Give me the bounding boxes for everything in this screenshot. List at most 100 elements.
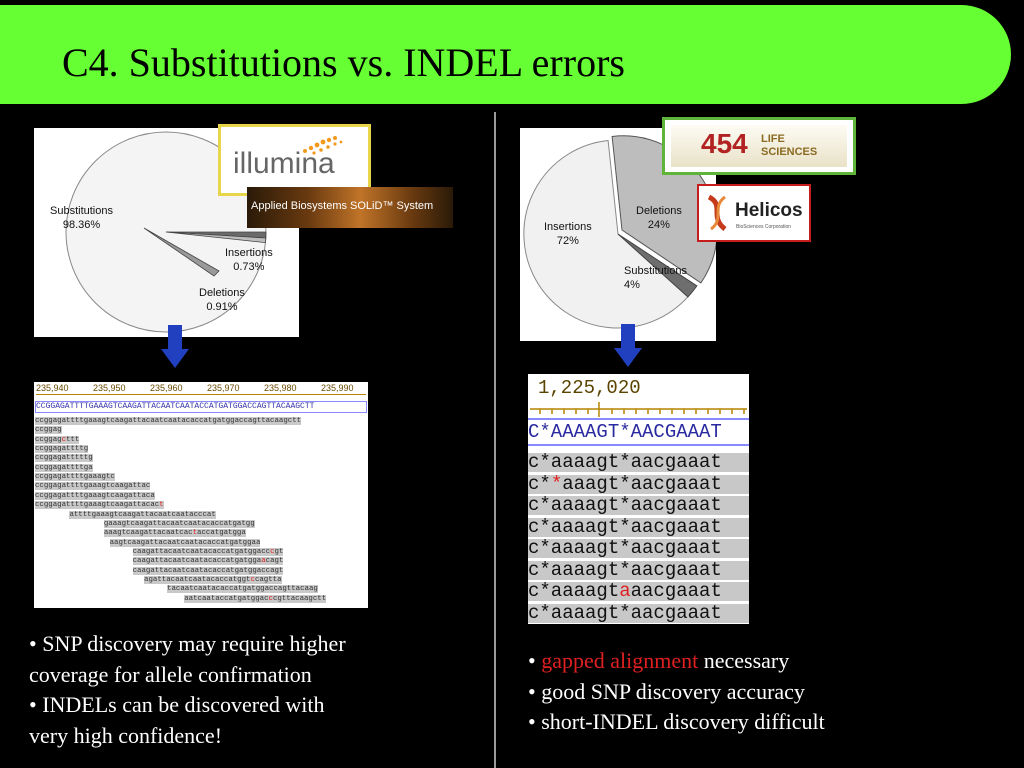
label-name: Insertions: [225, 247, 273, 259]
helicos-subtext: BioSciences Corporation: [736, 224, 792, 230]
454-sciences-text: SCIENCES: [761, 146, 818, 158]
read-row: ccggagattttg: [35, 445, 89, 454]
read-row: agattacaatcaatacaccatggtccagtta: [144, 575, 282, 584]
zoom-ruler: [530, 402, 747, 417]
indel-base: a: [619, 582, 631, 601]
ruler-tick-label: 235,960: [150, 383, 183, 393]
label-value: 0.73%: [233, 261, 265, 273]
bullet-line: • INDELs can be discovered with: [29, 692, 325, 717]
read-row: caagattacaatcaatacaccatgatggaacagt: [132, 557, 284, 566]
zoom-reference-sequence: C*AAAAGT*AACGAAAT: [528, 418, 749, 446]
bullet-line: • SNP discovery may require higher: [29, 631, 346, 656]
ruler-tick-label: 235,970: [207, 383, 240, 393]
mismatch-base: c: [61, 435, 67, 444]
pie-slice-insertions: [165, 231, 267, 244]
read-row: ccggagattttgaaagtcaagattacact: [35, 501, 164, 510]
label-name: Deletions: [636, 205, 682, 217]
pie-explode-wedge: [143, 227, 220, 277]
left-pie-svg: [65, 131, 267, 333]
gapped-alignment-highlight: gapped alignment: [541, 648, 699, 673]
alignment-ruler: 235,940 235,950 235,960 235,970 235,980 …: [34, 383, 368, 394]
reference-sequence: CCGGAGATTTTGAAAGTCAAGATTACAATCAATACCATGA…: [35, 401, 367, 413]
read-row: ccggagattttgaaagtcaagattaca: [35, 491, 155, 500]
label-name: Substitutions: [50, 205, 113, 217]
label-name: Substitutions: [624, 265, 687, 277]
bullet-line: coverage for allele confirmation: [29, 661, 312, 687]
zoom-read-row: c**aaagt*aacgaaat: [528, 474, 749, 494]
read-row: ccggagattttgaaagtcaagattacaatcaatacaccat…: [35, 417, 302, 425]
ruler-tick-label: 235,950: [93, 383, 126, 393]
read-row: ccggagattttgaaagtcaagattac: [35, 482, 151, 491]
read-row: ccggag: [35, 426, 62, 435]
slide-title: C4. Substitutions vs. INDEL errors: [62, 40, 625, 85]
illumina-wordmark: illumina: [233, 147, 335, 180]
label-value: 98.36%: [62, 219, 101, 231]
mismatch-base: c: [268, 594, 273, 603]
genome-position: 1,225,020: [538, 377, 641, 399]
zoom-read-row: c*aaaagt*aacgaaat: [528, 603, 749, 623]
zoom-read-row: c*aaaagt*aacgaaat: [528, 517, 749, 537]
ruler-line: [36, 394, 366, 395]
left-alignment-view: 235,940 235,950 235,960 235,970 235,980 …: [34, 382, 368, 608]
454-life-text: LIFE: [761, 133, 785, 145]
mismatch-base: c: [270, 547, 275, 556]
helicos-helix-icon: [707, 195, 727, 231]
zoom-read-row: c*aaaagt*aacgaaat: [528, 560, 749, 580]
down-arrow-icon: [614, 324, 642, 367]
pie-label-substitutions: Substitutions 98.36%: [50, 204, 113, 232]
read-row: attttgaaagtcaagattacaatcaatacccat: [69, 510, 216, 519]
pie-label-deletions: Deletions 0.91%: [199, 286, 245, 314]
column-divider: [494, 112, 496, 768]
ruler-tick-label: 235,980: [264, 383, 297, 393]
read-row: caagattacaatcaatacaccatgatggaccagt: [132, 566, 284, 575]
read-row: aatcaataccatgatggacccgttacaagctt: [184, 594, 327, 603]
zoom-read-row: c*aaaagt*aacgaaat: [528, 539, 749, 558]
read-row: aaagtcaagattacaatcactaccatgatgga: [103, 529, 246, 538]
mismatch-base: a: [261, 557, 266, 566]
pie-label-deletions: Deletions 24%: [636, 204, 682, 232]
bullet-line: very high confidence!: [29, 722, 223, 748]
pie-slice-insertions: [523, 139, 693, 329]
ruler-tick-label: 235,990: [321, 383, 354, 393]
solid-logo: Applied Biosystems SOLiD™ System: [247, 187, 453, 228]
bullet-line: • good SNP discovery accuracy: [528, 678, 805, 704]
illumina-logo: illumina: [218, 124, 371, 196]
mismatch-base: c: [250, 575, 255, 584]
indel-base: *: [550, 474, 563, 494]
read-row: ccggagattttgaaagtc: [35, 473, 115, 482]
label-name: Insertions: [544, 221, 592, 233]
down-arrow-icon: [161, 325, 189, 368]
read-row: tacaatcaatacaccatgatggaccagttacaag: [167, 585, 318, 594]
bullet-char: •: [528, 648, 542, 673]
title-bar: C4. Substitutions vs. INDEL errors: [0, 5, 1011, 104]
read-row: aagtcaagattacaatcaatacaccatgatggaa: [109, 538, 261, 547]
mismatch-base: t: [192, 529, 198, 538]
label-value: 24%: [647, 219, 670, 231]
read-row: ccggagcttt: [35, 435, 80, 444]
454-number: 454: [701, 128, 748, 159]
read-row: caagattacaatcaatacaccatgatggacccgt: [132, 547, 284, 556]
ruler-tick-label: 235,940: [36, 383, 69, 393]
zoom-read-row: c*aaaagtaaacgaaat: [528, 582, 749, 601]
zoom-read-row: c*aaaagt*aacgaaat: [528, 496, 749, 515]
helicos-logo: Helicos BioSciences Corporation: [697, 184, 811, 242]
read-row: ccggagattttga: [35, 463, 93, 472]
read-row: gaaagtcaagattacaatcaatacaccatgatgg: [103, 519, 255, 528]
bullet-line: • gapped alignment necessary: [528, 646, 998, 677]
right-bullets: • gapped alignment necessary • good SNP …: [528, 646, 998, 738]
pie-label-substitutions: Substitutions 4%: [624, 264, 687, 292]
pie-slice-substitutions: [617, 233, 698, 298]
zoom-read-row: c*aaaagt*aacgaaat: [528, 453, 749, 472]
right-alignment-zoom: 1,225,020 C*AAAAGT*AACGAAAT c*aaaagt*aac…: [528, 374, 749, 624]
solid-wordmark: Applied Biosystems SOLiD™ System: [251, 200, 434, 212]
read-row: ccggagatttttg: [35, 454, 93, 463]
label-value: 4%: [624, 279, 640, 291]
bullet-line: • short-INDEL discovery difficult: [528, 709, 825, 734]
helicos-wordmark: Helicos: [735, 200, 803, 221]
454-life-sciences-logo: 454 LIFE SCIENCES: [662, 117, 856, 175]
mismatch-base: t: [159, 501, 164, 510]
label-value: 0.91%: [206, 301, 238, 313]
pie-label-insertions: Insertions 0.73%: [225, 246, 273, 274]
label-value: 72%: [556, 235, 579, 247]
illumina-dots-icon: [303, 136, 343, 155]
